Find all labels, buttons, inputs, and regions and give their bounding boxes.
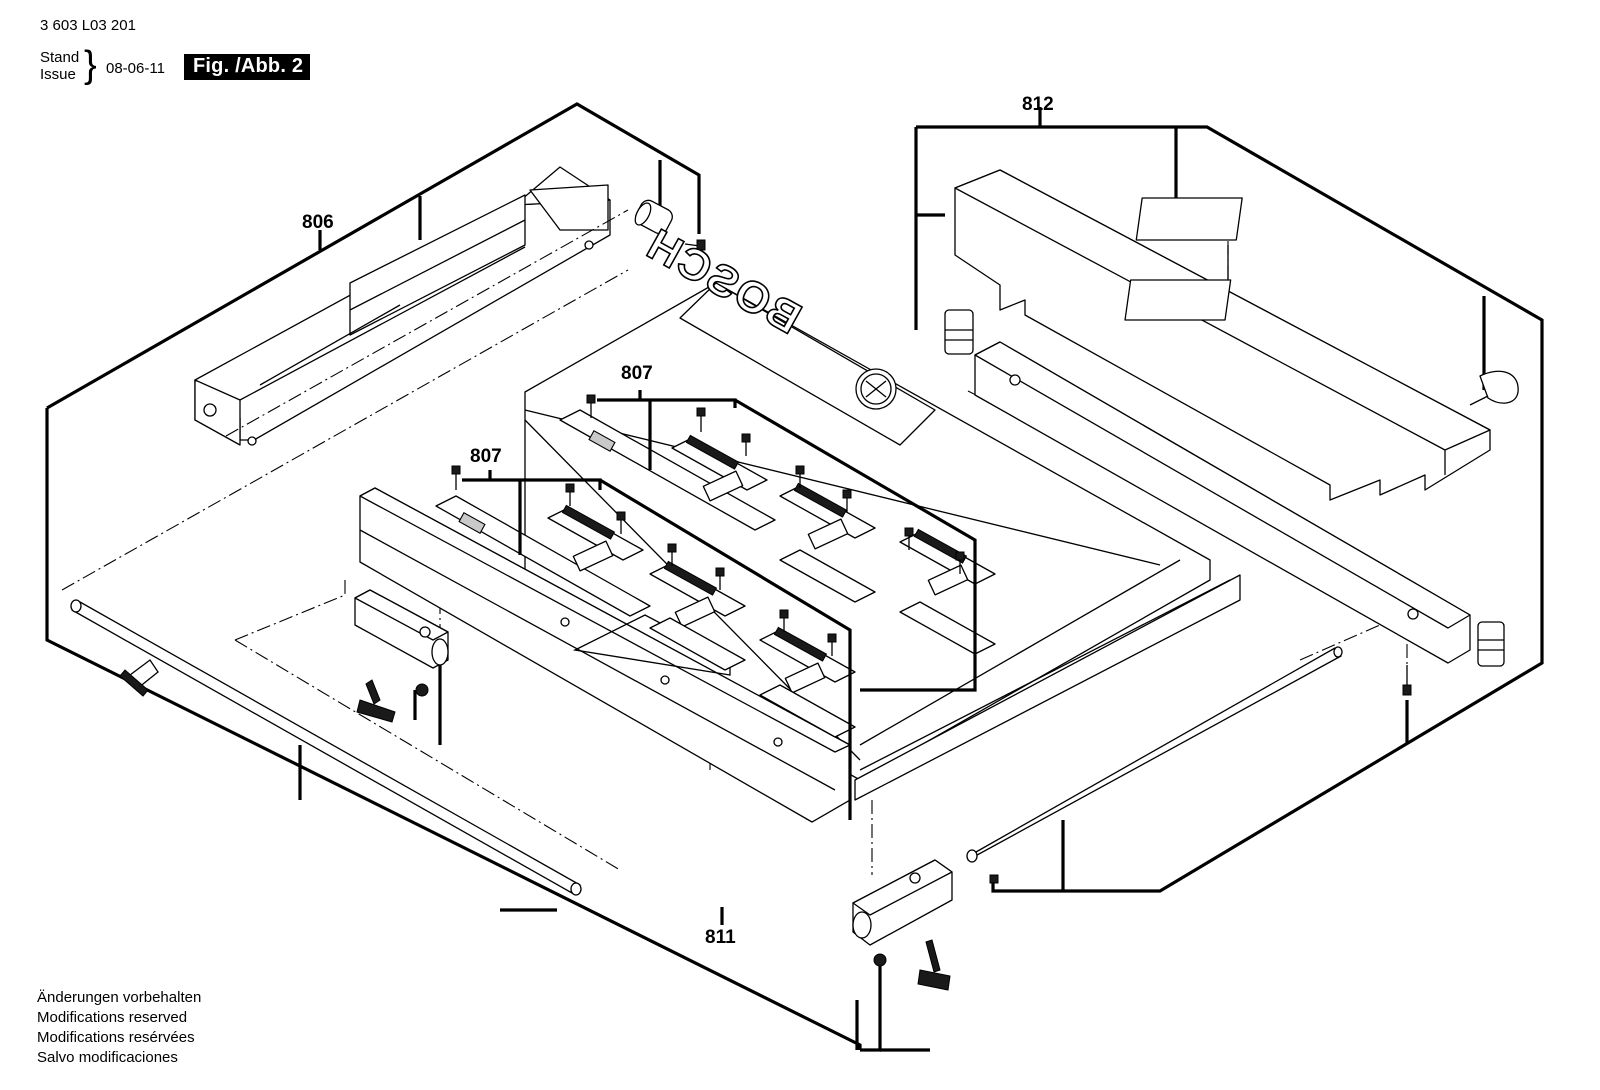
stand-issue-label: Stand Issue xyxy=(40,49,79,83)
clamp-bar xyxy=(779,482,876,550)
document-number: 3 603 L03 201 xyxy=(40,17,136,34)
guide-tube-left xyxy=(70,599,582,896)
clamp-bar xyxy=(649,549,996,738)
knob-front-right xyxy=(873,939,951,991)
part-812-fence-bar xyxy=(974,341,1471,664)
clamp-bar xyxy=(435,495,651,617)
part-811-front-rail xyxy=(359,487,851,823)
callout-807-lower: 807 xyxy=(470,446,502,467)
screws-812 xyxy=(989,665,1412,884)
figure-label: Fig. /Abb. 2 xyxy=(184,54,311,80)
stand-label: Stand xyxy=(40,49,80,66)
guide-tube-right xyxy=(966,646,1343,863)
knob-812 xyxy=(1469,370,1519,406)
callout-807-upper: 807 xyxy=(621,363,653,384)
callout-806: 806 xyxy=(302,212,334,233)
note-spanish: Salvo modificaciones xyxy=(37,1049,178,1066)
end-cap-806 xyxy=(634,199,673,235)
modifications-notice: Änderungen vorbehalten Modifications res… xyxy=(37,988,201,1068)
clamp-bar xyxy=(671,434,768,502)
clamp-bar xyxy=(759,626,856,694)
issue-date: 08-06-11 xyxy=(106,60,165,77)
clamp-block-front-left xyxy=(354,589,449,669)
part-812-fence-cover xyxy=(954,169,1491,501)
group-806-boundary xyxy=(45,102,862,1050)
note-english: Modifications reserved xyxy=(37,1009,188,1026)
screw-set xyxy=(451,394,965,656)
clamp-bar xyxy=(899,528,996,596)
clamp-bar xyxy=(649,560,746,628)
group-812-boundary xyxy=(914,107,1544,893)
issue-label: Issue xyxy=(40,66,76,83)
note-german: Änderungen vorbehalten xyxy=(37,989,202,1006)
clamp-bar xyxy=(547,504,644,572)
callout-811: 811 xyxy=(705,927,736,948)
clamp-bar xyxy=(559,409,776,531)
clamp-block-front-right xyxy=(852,859,953,946)
brace-glyph: } xyxy=(84,44,97,86)
note-french: Modifications resérvées xyxy=(37,1029,195,1046)
screw-806 xyxy=(684,239,706,251)
end-cap-812-right xyxy=(1477,621,1505,667)
knob-front-left xyxy=(356,679,429,723)
clamp-bar-set xyxy=(435,390,996,820)
part-806-fence-rail xyxy=(194,166,611,446)
end-cap-812-left xyxy=(944,309,974,355)
callout-812: 812 xyxy=(1022,94,1054,115)
